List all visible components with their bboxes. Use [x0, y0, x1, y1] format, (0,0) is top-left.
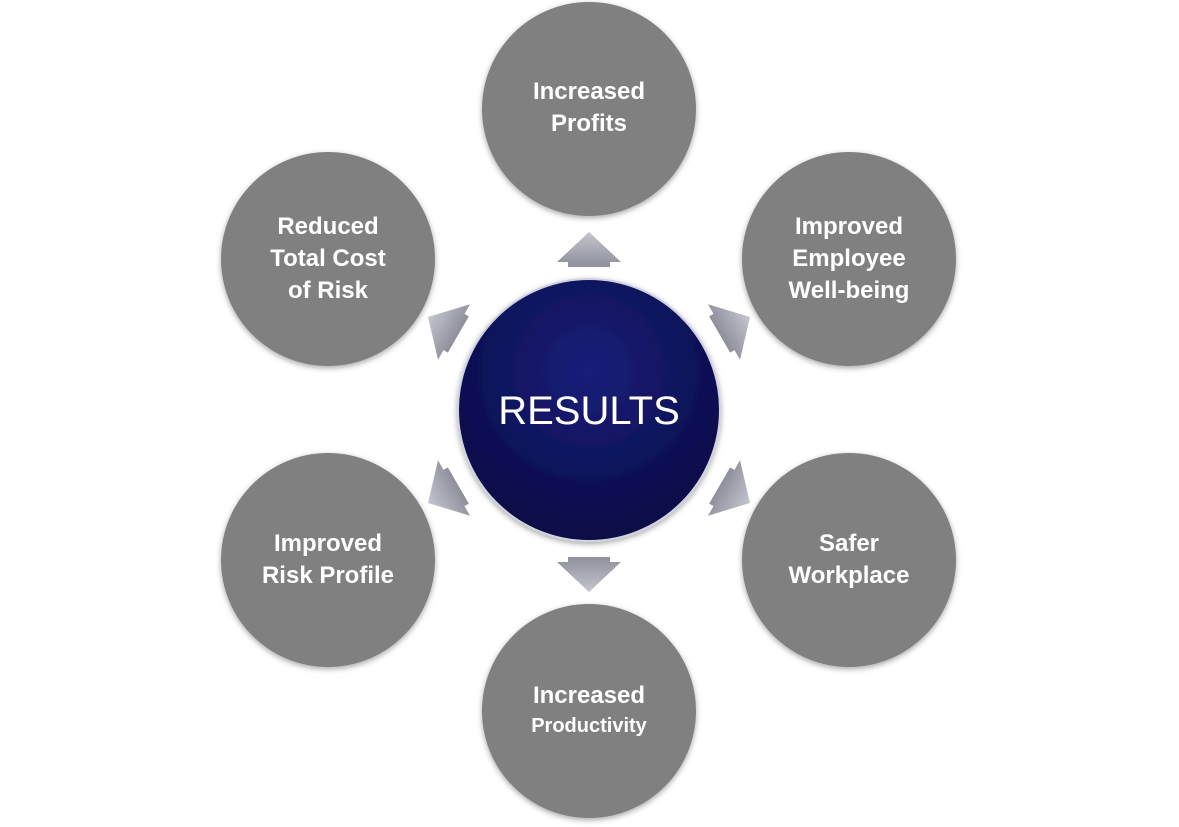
node-increased-profits: Increased Profits: [482, 2, 696, 216]
center-results-label: RESULTS: [498, 389, 680, 433]
node-reduced-total-cost-of-risk: Reduced Total Cost of Risk: [221, 152, 435, 366]
node-reduced-total-cost-line1: Reduced: [277, 213, 378, 240]
node-improved-risk-profile-line1: Improved: [274, 530, 382, 557]
node-increased-productivity: Increased Productivity: [482, 604, 696, 818]
node-reduced-total-cost-line2: Total Cost: [270, 245, 386, 272]
arrow-down: [557, 557, 621, 592]
node-safer-workplace-line1: Safer: [819, 530, 879, 557]
node-employee-well-being-line3: Well-being: [789, 277, 910, 304]
node-safer-workplace: Safer Workplace: [742, 453, 956, 667]
center-results: RESULTS: [457, 278, 721, 542]
node-improved-risk-profile: Improved Risk Profile: [221, 453, 435, 667]
node-improved-risk-profile-line2: Risk Profile: [262, 562, 394, 589]
node-employee-well-being-line2: Employee: [792, 245, 905, 272]
node-increased-profits-line1: Increased: [533, 78, 645, 105]
node-employee-well-being-line1: Improved: [795, 213, 903, 240]
node-increased-productivity-line1: Increased: [533, 682, 645, 709]
arrow-up: [557, 232, 621, 267]
node-increased-profits-line2: Profits: [551, 110, 627, 137]
arrow-upper-left: [428, 304, 470, 360]
node-increased-productivity-line2: Productivity: [531, 715, 647, 737]
node-safer-workplace-line2: Workplace: [789, 562, 910, 589]
arrow-lower-left: [428, 460, 470, 516]
arrow-upper-right: [708, 304, 750, 360]
node-reduced-total-cost-line3: of Risk: [288, 277, 369, 304]
arrow-lower-right: [708, 460, 750, 516]
node-employee-well-being: Improved Employee Well-being: [742, 152, 956, 366]
